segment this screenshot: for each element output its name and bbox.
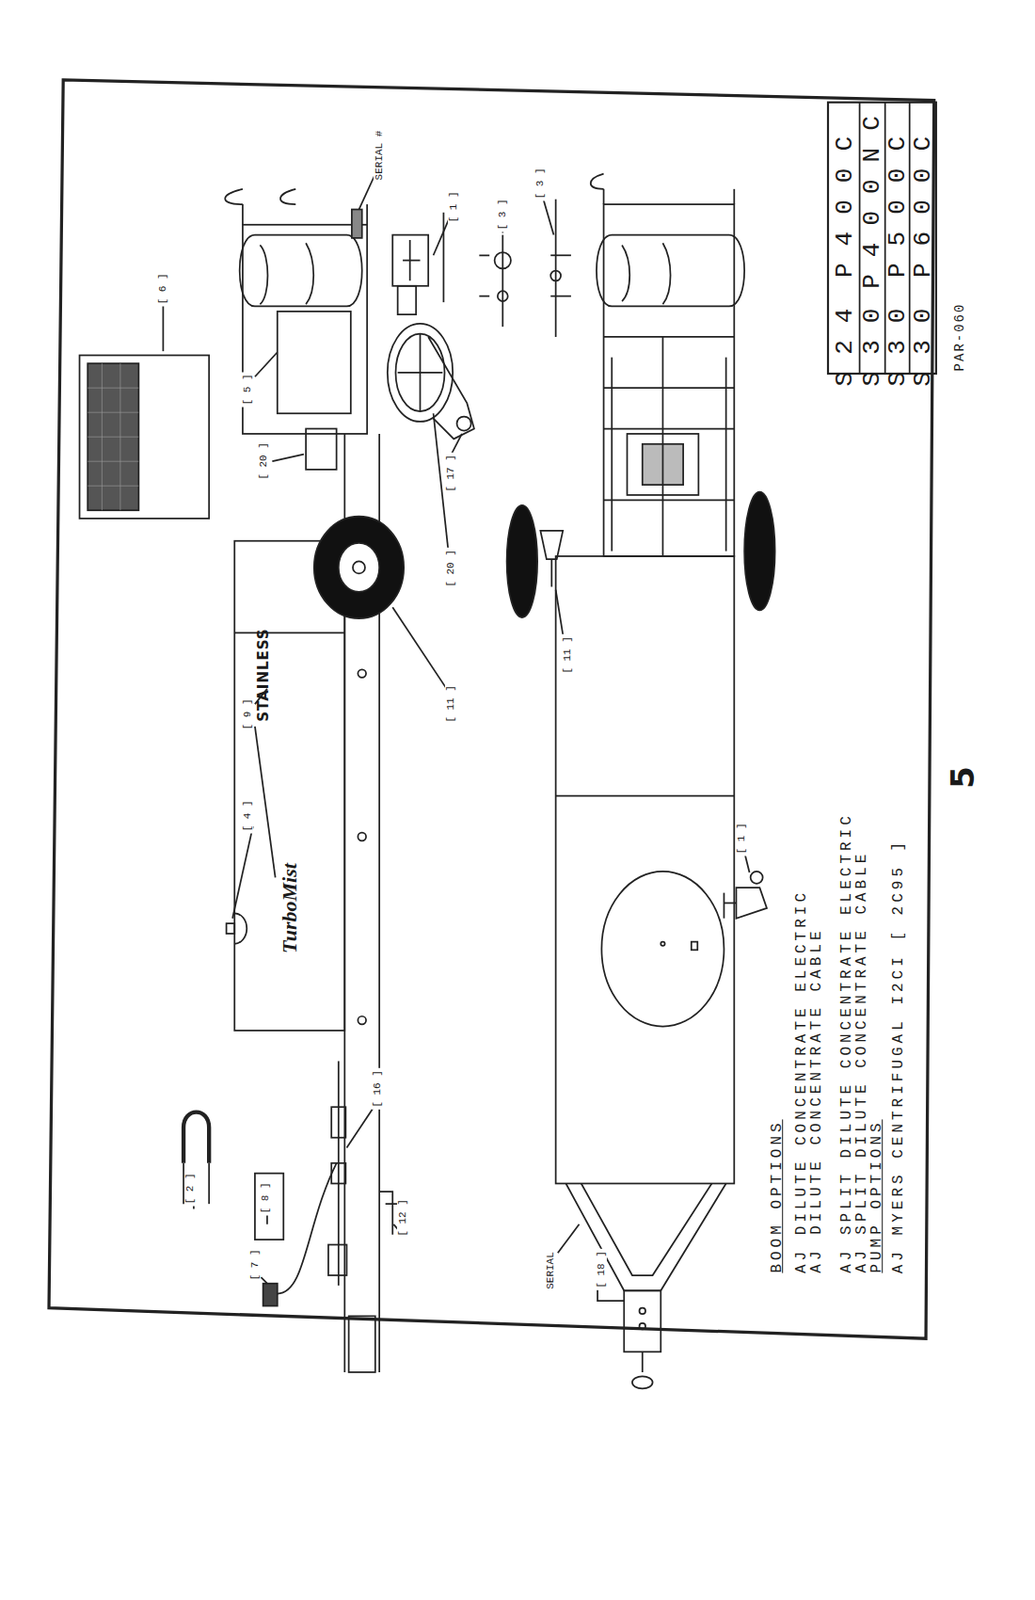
callout-number: [ 2 ] [184, 1170, 196, 1206]
option-item: AJ DILUTE CONCENTRATE CABLE [809, 925, 827, 1275]
table-cell: P400NC [858, 96, 886, 291]
option-item: AJ DILUTE CONCENTRATE ELECTRIC [794, 887, 812, 1275]
table-cell: S24 [831, 288, 860, 388]
hose [183, 1112, 209, 1163]
serial-label: SERIAL # [373, 127, 385, 182]
fan-frame [604, 204, 735, 557]
callout-number: [ 3 ] [534, 166, 546, 202]
logo-decal: TurboMist [278, 860, 302, 956]
callout-number: [ 7 ] [249, 1246, 261, 1282]
page-number: 5 [945, 764, 981, 791]
wheel [744, 492, 776, 611]
callout-number: [ 11 ] [445, 683, 457, 725]
page-frame [48, 79, 935, 1338]
callout-number: [ 20 ] [445, 547, 457, 590]
callout-number: [ 16 ] [371, 1068, 383, 1111]
table-cell: S30 [908, 288, 937, 388]
callout-number: [ 1 ] [735, 820, 748, 856]
drawing-code: PAR-060 [953, 300, 968, 373]
option-item: AJ MYERS CENTRIFUGAL I2CI [ 2C95 ] [891, 835, 908, 1274]
callout-number: [ 11 ] [561, 634, 574, 676]
callout-number: [ 9 ] [241, 696, 254, 732]
callout-number: [ 4 ] [241, 797, 254, 833]
table-cell: S30 [858, 288, 886, 388]
filter-panel [79, 354, 210, 518]
callout-number: [ 8 ] [259, 1180, 271, 1216]
callout-number: [ 12 ] [397, 1196, 409, 1239]
callout-number: [ 17 ] [445, 452, 457, 494]
callout-number: [ 1 ] [447, 189, 460, 224]
wheel [314, 516, 404, 619]
option-item: AJ SPLIT DILUTE CONCENTRATE CABLE [854, 848, 872, 1275]
wheel [507, 505, 539, 618]
brand-decal: STAINLESS [254, 626, 271, 724]
callout-number: [ 20 ] [257, 440, 270, 482]
callout-number: [ 6 ] [157, 270, 169, 306]
tank-5 [277, 311, 351, 414]
table-cell: S30 [883, 288, 911, 388]
callout-number: [ 5 ] [241, 371, 254, 407]
serial-label: SERIAL [544, 1250, 557, 1292]
options-heading: BOOM OPTIONS [769, 1117, 787, 1275]
option-item: AJ SPLIT DILUTE CONCENTRATE ELECTRIC [839, 810, 857, 1275]
table-cell: P500C [883, 117, 911, 280]
tank-side [234, 541, 345, 1031]
table-cell: P400C [831, 117, 860, 280]
table-cell: P600C [908, 117, 937, 280]
tank-top [556, 556, 735, 1184]
callout-number: [ 3 ] [496, 196, 509, 232]
pulley [387, 323, 453, 422]
fan-housing [242, 224, 367, 434]
callout-number: [ 18 ] [595, 1248, 607, 1290]
options-heading: PUMP OPTIONS [869, 1117, 887, 1275]
